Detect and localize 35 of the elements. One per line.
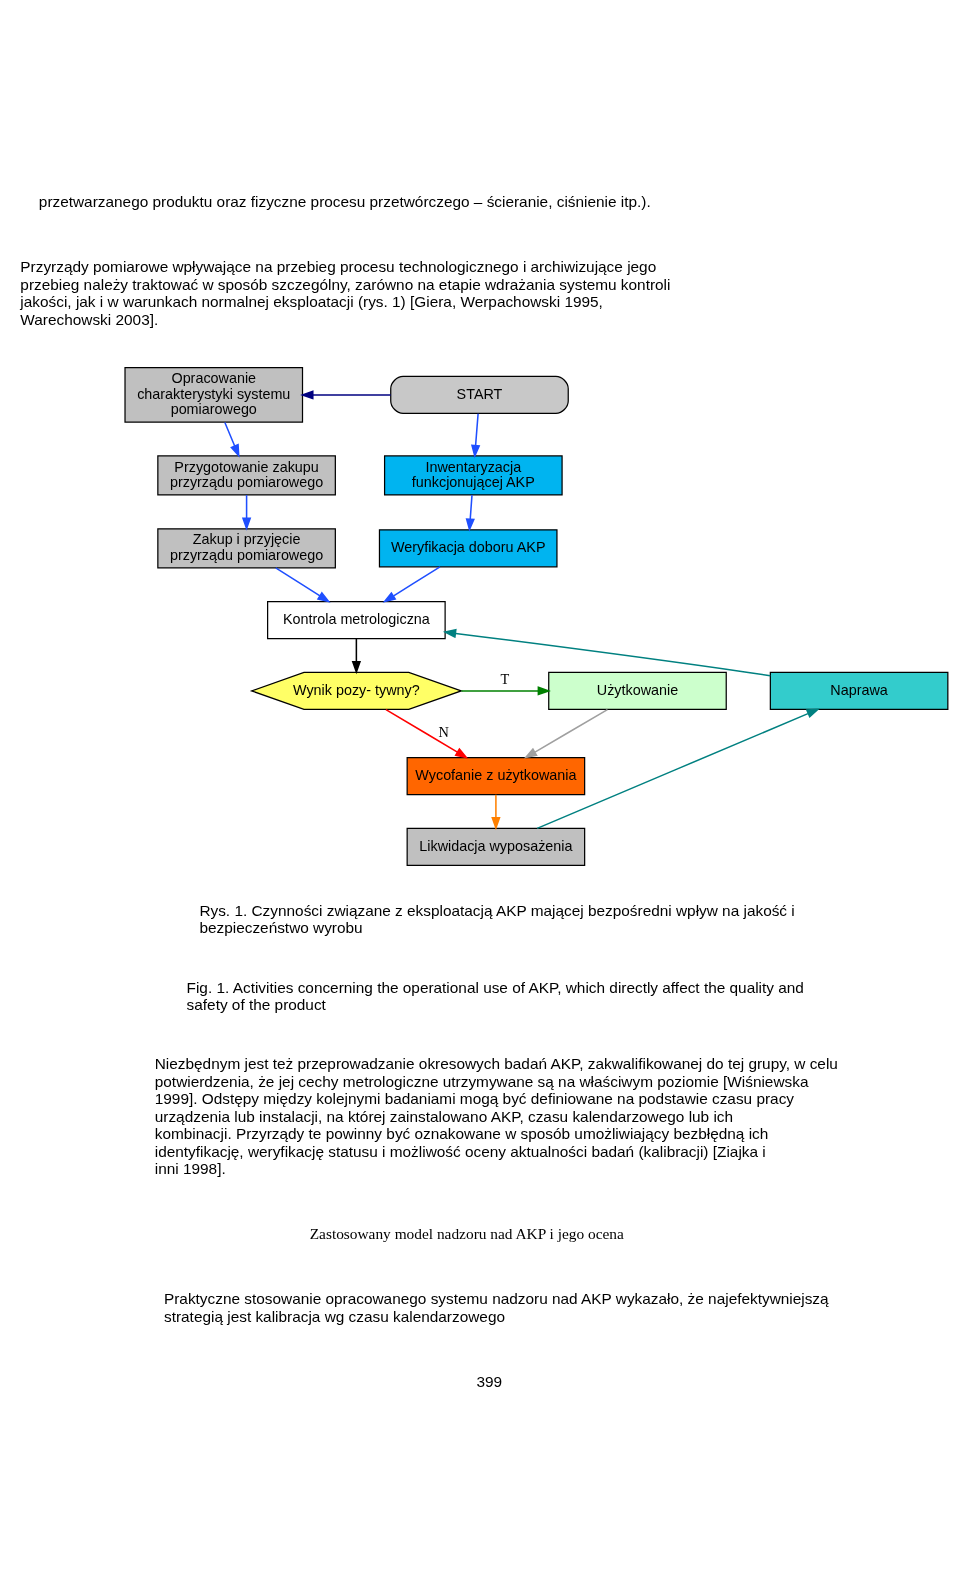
arrow (536, 708, 820, 830)
arrow (300, 390, 392, 400)
node-box: Kontrola metrologiczna (267, 601, 446, 640)
arrow (274, 567, 331, 603)
node-box: Zakup i przyjęcie przyrządu pomiarowego (157, 528, 336, 569)
edge-label: N (438, 724, 449, 741)
arrow (442, 628, 771, 677)
arrow (241, 494, 252, 531)
arrow (351, 638, 362, 675)
arrow (382, 566, 441, 603)
edge-label: T (500, 670, 510, 687)
label: Rys. 1. Czynności związane z eksploatacją AKP mającej bezpośredni wpływ na jakość i bezpieczeństwo wyrobu (199, 901, 795, 937)
arrow (465, 494, 475, 532)
node-box: Inwentaryzacja funkcjonującej AKP (383, 455, 563, 496)
node-box: Opracowanie charakterystyki systemu pomiarowego (124, 367, 304, 423)
node-box: Likwidacja wyposażenia (406, 827, 586, 866)
label: 399 (476, 1373, 503, 1391)
label: Niezbędnym jest też przeprowadzanie okresowych badań AKP, zakwalifikowanej do tej grupy, w celu potwierdzenia, że jej cechy metrologiczne utrzymywane są na właściwym poziomie [Wiśniewska 1999]. Odstępy między kolejnymi badaniami mogą być definiowane na podstawie czasu pracy urządzenia lub instalacji, na której zainstalowano AKP, czasu kalendarzowego lub ich kombinacji. Przyrządy te powinny być oznakowane w sposób umożliwiający bezbłędną ich identyfikację, weryfikację statusu i możliwość oceny aktualności badań (kalibracji) [Ziajka i inni 1998]. (154, 1055, 838, 1178)
arrow (471, 413, 481, 459)
node-box: Naprawa (769, 671, 949, 710)
arrow (460, 686, 551, 696)
node-box: Użytkowanie (548, 671, 727, 710)
arrow (385, 708, 469, 759)
label: Przyrządy pomiarowe wpływające na przebieg procesu technologicznego i archiwizujące jego przebieg należy traktować w sposób szczególny, zarówno na etapie wdrażania systemu kontroli jakości, jak i w warunkach normalnej eksploatacji (rys. 1) [Giera, Werpachowski 1995, Warechowski 2003]. (20, 258, 671, 328)
arrow (523, 708, 609, 759)
label: przetwarzanego produktu oraz fizyczne procesu przetwórczego – ścieranie, ciśnienie itp.). (38, 193, 651, 211)
label: Fig. 1. Activities concerning the operational use of AKP, which directly affect the quality and safety of the product (186, 978, 804, 1013)
node-box: START (390, 375, 569, 414)
node-box: Przygotowanie zakupu przyrządu pomiarowego (157, 455, 336, 496)
node-box: Wycofanie z użytkowania (406, 756, 586, 796)
arrow (224, 421, 240, 458)
label: Zastosowany model nadzoru nad AKP i jego ocena (309, 1225, 624, 1243)
label: Praktyczne stosowanie opracowanego systemu nadzoru nad AKP wykazało, że najefektywniejszą strategią jest kalibracja wg czasu kalendarzowego (164, 1290, 829, 1325)
arrow (491, 794, 501, 831)
node-box: Weryfikacja doboru AKP (378, 529, 558, 568)
